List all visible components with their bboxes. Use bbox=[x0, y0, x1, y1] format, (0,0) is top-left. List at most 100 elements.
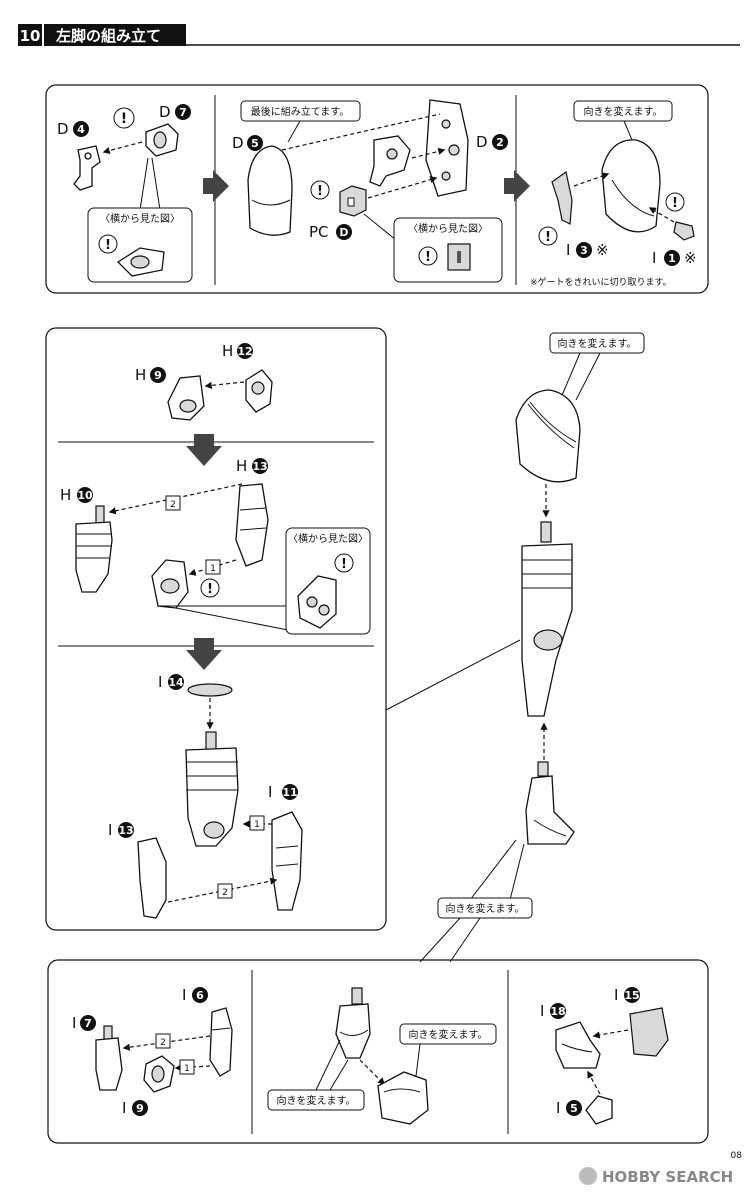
part-d4-shape bbox=[73, 145, 101, 191]
section-leg-overview: 向きを変えます。 向きを変えます。 bbox=[385, 332, 645, 963]
part-detail bbox=[441, 119, 451, 129]
step-label: 1 bbox=[184, 1064, 190, 1074]
part-letter: H bbox=[60, 486, 71, 504]
step-label: 2 bbox=[160, 1038, 166, 1048]
part-i18-shape bbox=[555, 1021, 601, 1069]
part-badge bbox=[566, 1100, 582, 1116]
leader-line bbox=[469, 839, 517, 901]
part-detail bbox=[306, 596, 318, 608]
part-letter: I bbox=[182, 986, 186, 1004]
part-number: 7 bbox=[84, 1017, 92, 1030]
step-box bbox=[217, 883, 233, 899]
middle-panel bbox=[45, 327, 387, 931]
part-detail bbox=[540, 521, 552, 543]
leader-line bbox=[175, 607, 289, 631]
assembly-arrow bbox=[102, 141, 143, 155]
warning-icon bbox=[310, 180, 330, 200]
part-letter: D bbox=[232, 134, 244, 152]
part-number: 1 bbox=[668, 252, 676, 265]
assembly-arrow bbox=[204, 381, 245, 389]
warning-mark: ! bbox=[425, 250, 431, 265]
flow-arrow-icon bbox=[203, 170, 229, 202]
leader-line bbox=[509, 843, 525, 901]
step-box bbox=[205, 559, 221, 575]
leader-line bbox=[419, 917, 461, 963]
callout-box bbox=[399, 1023, 497, 1045]
part-badge bbox=[664, 250, 680, 266]
assembly-arrow bbox=[108, 483, 243, 515]
side-view-caption: 〈横から見た図〉 bbox=[288, 532, 368, 545]
gate-note: ※ゲートをきれいに切り取ります。 bbox=[530, 276, 672, 288]
step-box bbox=[155, 1033, 171, 1049]
part-detail bbox=[205, 731, 217, 751]
part-thigh-cover-shape bbox=[601, 139, 661, 233]
part-detail bbox=[533, 819, 567, 837]
part-detail bbox=[561, 1043, 593, 1053]
part-number: 18 bbox=[550, 1005, 565, 1018]
part-number: 13 bbox=[252, 460, 267, 473]
step-box bbox=[249, 815, 265, 831]
part-detail bbox=[251, 199, 291, 206]
part-badge bbox=[282, 784, 298, 800]
part-detail bbox=[386, 148, 398, 160]
part-letter: D bbox=[57, 120, 69, 138]
assembly-arrow bbox=[359, 1059, 386, 1086]
part-detail bbox=[318, 604, 330, 616]
part-h10-shape bbox=[75, 521, 113, 593]
part-detail bbox=[533, 629, 563, 651]
step-label: 1 bbox=[210, 564, 216, 574]
assembly-arrow bbox=[592, 1029, 629, 1039]
step-box bbox=[179, 1059, 195, 1075]
part-detail bbox=[151, 1065, 165, 1083]
part-i11-shape bbox=[271, 811, 303, 911]
part-badge bbox=[576, 242, 592, 258]
section-hip-joint: D 4 D 7 ! 〈横から見た図〉 ! bbox=[57, 103, 193, 283]
callout-change-direction: 向きを変えます。 bbox=[409, 1028, 488, 1041]
part-h13-shape bbox=[235, 483, 269, 567]
part-number: 14 bbox=[168, 676, 184, 689]
flow-arrow-icon bbox=[186, 638, 222, 670]
flow-arrow-icon bbox=[504, 170, 530, 202]
part-detail bbox=[441, 171, 451, 181]
part-detail bbox=[95, 505, 105, 525]
part-i7-shape bbox=[95, 1037, 123, 1091]
top-panel bbox=[45, 84, 709, 294]
warning-icon bbox=[334, 553, 354, 573]
leader-line bbox=[449, 917, 481, 963]
part-detail bbox=[527, 403, 575, 449]
assembly-arrow bbox=[167, 877, 278, 903]
callout-box bbox=[549, 332, 645, 354]
part-letter: D bbox=[159, 103, 171, 121]
part-shin-shape bbox=[185, 747, 239, 847]
assembly-arrow bbox=[648, 207, 675, 223]
part-i6-shape bbox=[209, 1007, 233, 1077]
part-badge bbox=[73, 121, 89, 137]
part-number: 11 bbox=[282, 786, 297, 799]
part-letter: I bbox=[566, 241, 570, 259]
flow-arrow-icon bbox=[186, 434, 222, 466]
leader-line bbox=[363, 213, 397, 241]
callout-change-direction: 向きを変えます。 bbox=[584, 105, 663, 118]
part-detail bbox=[130, 255, 150, 269]
section-thigh-cover: 向きを変えます。 ! ! I 3 ※ I 1 ※ ※ゲートをきれいに切り取ります… bbox=[530, 100, 697, 288]
part-letter: D bbox=[476, 133, 488, 151]
part-number: 12 bbox=[237, 345, 252, 358]
part-i13-shape bbox=[137, 837, 167, 919]
side-view-caption: 〈横から見た図〉 bbox=[100, 212, 180, 225]
part-detail bbox=[448, 144, 460, 156]
part-badge bbox=[624, 987, 640, 1003]
part-i15-shape bbox=[629, 1007, 669, 1057]
side-view-box bbox=[87, 207, 193, 283]
warning-icon bbox=[98, 234, 118, 254]
part-number: 7 bbox=[179, 106, 187, 119]
part-number: 9 bbox=[154, 369, 162, 382]
section-shin-assembly: I 14 I 11 1 I 13 2 bbox=[108, 673, 303, 919]
section-foot-assembly: I 18 I 15 I 5 bbox=[540, 986, 669, 1125]
leader-line bbox=[385, 639, 521, 711]
part-detail bbox=[239, 527, 267, 531]
part-detail bbox=[103, 1025, 113, 1041]
callout-box bbox=[573, 100, 673, 122]
part-letter: I bbox=[556, 1099, 560, 1117]
part-detail bbox=[529, 401, 577, 443]
